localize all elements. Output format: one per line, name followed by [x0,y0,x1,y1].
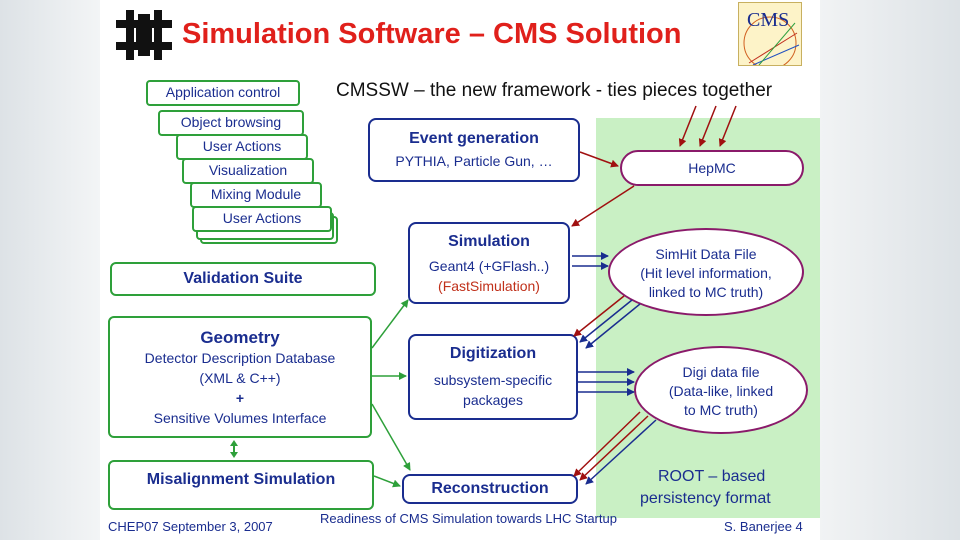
arrow-digifile-reco-3 [585,419,657,485]
slide-title: Simulation Software – CMS Solution [182,18,682,50]
hepmc-ellipse: HepMC [620,150,804,186]
root-label: ROOT – based persistency format [640,466,820,510]
arrow-misalign-reconstruction [373,475,401,488]
fermilab-logo-icon [116,10,172,60]
arrow-simhit-digi-1 [573,295,625,337]
arrow-in-hepmc-2 [698,105,717,147]
arrow-simhit-digi-3 [585,303,641,349]
footer-right: S. Banerjee 4 [724,519,803,534]
digitization-text-2: packages [463,392,523,408]
arrow-geometry-reconstruction [371,403,411,471]
misalignment-simulation-box: Misalignment Simulation [108,460,374,510]
geometry-line-4: Sensitive Volumes Interface [153,410,327,426]
geometry-misalign-arrow-up [230,440,238,446]
simulation-fastsim-text: (FastSimulation) [438,278,540,294]
simulation-box: Simulation Geant4 (+GFlash..) (FastSimul… [408,222,570,304]
cms-logo-text: CMS [747,9,790,31]
simulation-title: Simulation [448,233,530,250]
digitization-title: Digitization [449,345,537,362]
geometry-line-2: (XML & C++) [199,370,281,386]
event-generation-text: PYTHIA, Particle Gun, … [395,153,553,169]
validation-suite-label: Validation Suite [183,270,303,287]
stack-item-mixing-module: Mixing Module [190,182,322,208]
arrow-digifile-reco-1 [573,411,641,477]
digi-file-ellipse: Digi data file (Data-like, linked to MC … [634,346,808,434]
reconstruction-title: Reconstruction [431,480,549,497]
simhit-line-2: (Hit level information, [640,265,772,281]
geometry-misalign-arrow-down [230,452,238,458]
digi-line-2: (Data-like, linked [668,383,774,399]
cms-logo-icon: CMS [738,2,802,66]
root-label-line-2: persistency format [640,490,771,507]
arrow-hepmc-simulation [571,185,635,227]
geometry-line-1: Detector Description Database [144,350,336,366]
arrow-geometry-simulation [371,299,409,349]
geometry-line-3: + [235,390,245,406]
arrow-eventgen-hepmc [579,151,619,168]
geometry-box: Geometry Detector Description Database (… [108,316,372,438]
arrow-in-hepmc-3 [718,105,737,147]
simhit-line-1: SimHit Data File [655,246,757,262]
stack-item-application-control: Application control [146,80,300,106]
geometry-title: Geometry [200,328,280,347]
event-generation-box: Event generation PYTHIA, Particle Gun, … [368,118,580,182]
digitization-text-1: subsystem-specific [433,372,553,388]
footer-left: CHEP07 September 3, 2007 [108,519,273,534]
hepmc-label: HepMC [688,160,736,176]
arrow-simhit-digi-2 [579,299,633,343]
reconstruction-box: Reconstruction [402,474,578,504]
slide-subtitle: CMSSW – the new framework - ties pieces … [336,80,773,101]
misalignment-label: Misalignment Simulation [146,471,336,488]
simulation-text: Geant4 (+GFlash..) [428,258,550,274]
simhit-file-ellipse: SimHit Data File (Hit level information,… [608,228,804,316]
arrow-digifile-reco-2 [579,415,649,481]
right-background [820,0,960,540]
arrow-in-hepmc-1 [678,105,697,147]
root-label-line-1: ROOT – based [658,468,766,485]
validation-suite-box: Validation Suite [110,262,376,296]
digi-line-3: to MC truth) [684,402,758,418]
digi-line-1: Digi data file [682,364,760,380]
stack-item-object-browsing: Object browsing [158,110,304,136]
left-background [0,0,100,540]
simhit-line-3: linked to MC truth) [648,284,764,300]
digitization-box: Digitization subsystem-specific packages [408,334,578,420]
event-generation-title: Event generation [409,130,539,147]
footer-center: Readiness of CMS Simulation towards LHC … [320,511,617,526]
